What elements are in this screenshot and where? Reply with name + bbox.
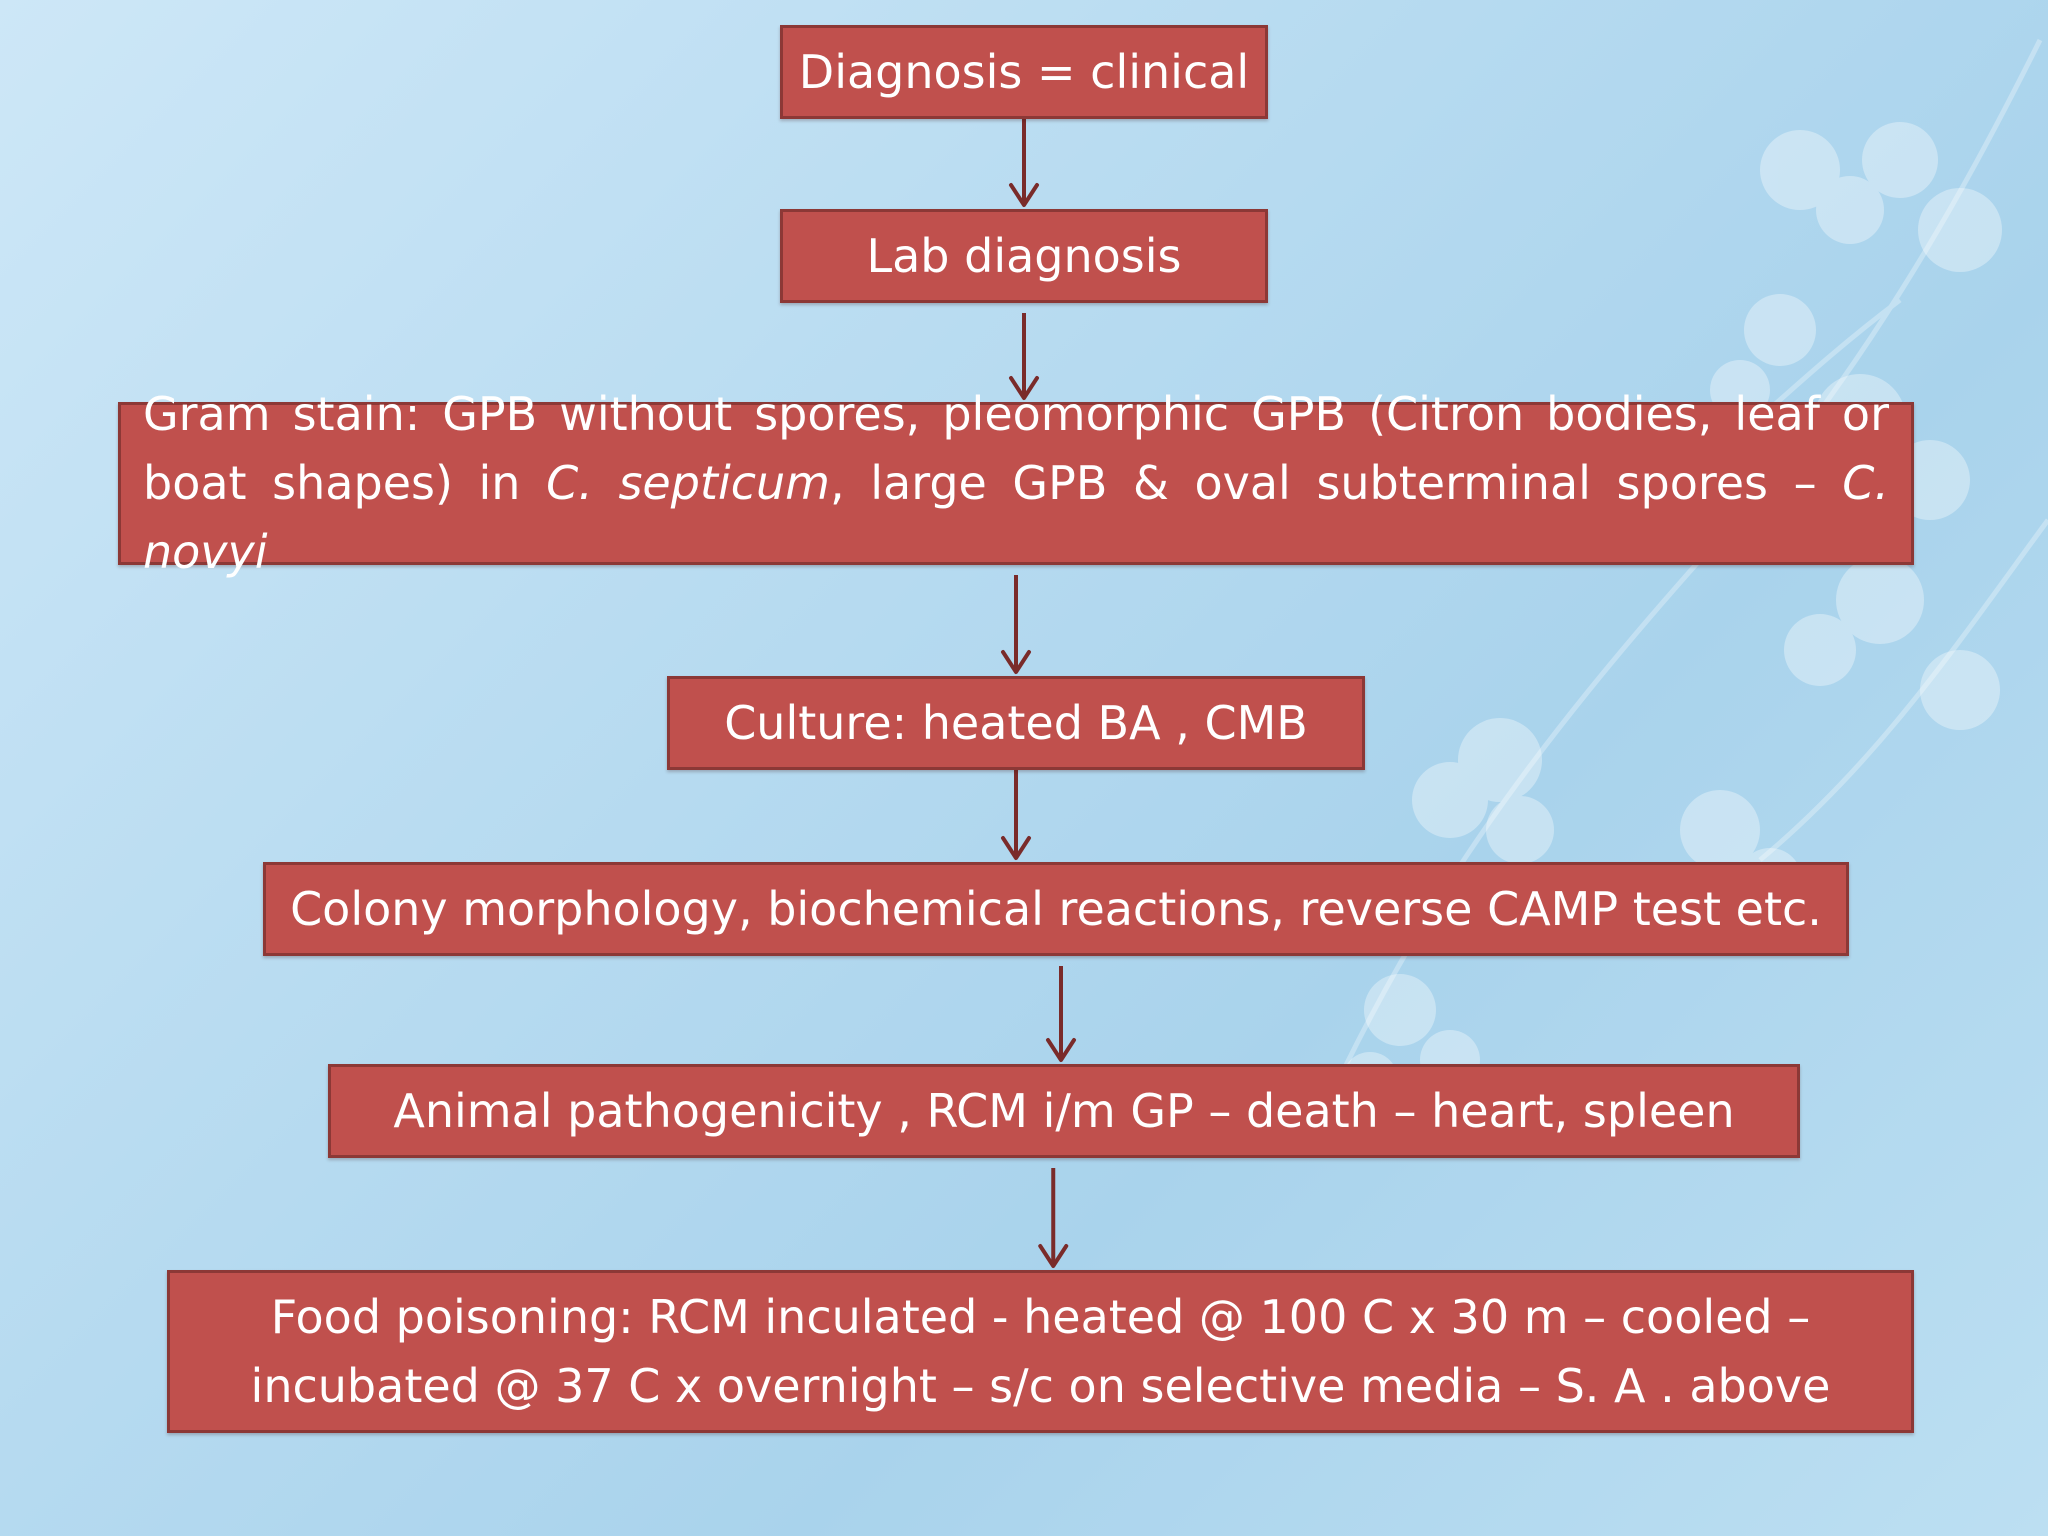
colony-morphology-box: Colony morphology, biochemical reactions… [263,862,1849,956]
lab-diagnosis-text: Lab diagnosis [866,228,1182,283]
diagnosis-clinical-box: Diagnosis = clinical [780,25,1268,119]
c-septicum-italic: C. septicum [546,456,830,510]
flower-cluster-decoration [1342,122,2002,1108]
food-poisoning-text: Food poisoning: RCM inculated - heated @… [251,1283,1831,1421]
animal-pathogenicity-text: Animal pathogenicity , RCM i/m GP – deat… [393,1083,1735,1138]
lab-diagnosis-box: Lab diagnosis [780,209,1268,303]
gram-stain-text-part-c: , large GPB & oval subterminal spores – [830,456,1843,510]
culture-box: Culture: heated BA , CMB [667,676,1365,770]
colony-morphology-text: Colony morphology, biochemical reactions… [290,881,1822,936]
food-poisoning-line-2: incubated @ 37 C x overnight – s/c on se… [250,1358,1831,1413]
gram-stain-text: Gram stain: GPB without spores, pleomorp… [143,380,1889,587]
food-poisoning-line-1: Food poisoning: RCM inculated - heated @… [270,1289,1811,1344]
food-poisoning-box: Food poisoning: RCM inculated - heated @… [167,1270,1914,1433]
animal-pathogenicity-box: Animal pathogenicity , RCM i/m GP – deat… [328,1064,1800,1158]
c-novyi-italic: C. novyi [143,456,1889,579]
diagnosis-clinical-text: Diagnosis = clinical [798,44,1250,99]
culture-text: Culture: heated BA , CMB [724,695,1308,750]
gram-stain-box: Gram stain: GPB without spores, pleomorp… [118,387,1914,579]
gram-stain-text-part-a: Gram stain: GPB without spores, pleomorp… [143,387,1889,510]
